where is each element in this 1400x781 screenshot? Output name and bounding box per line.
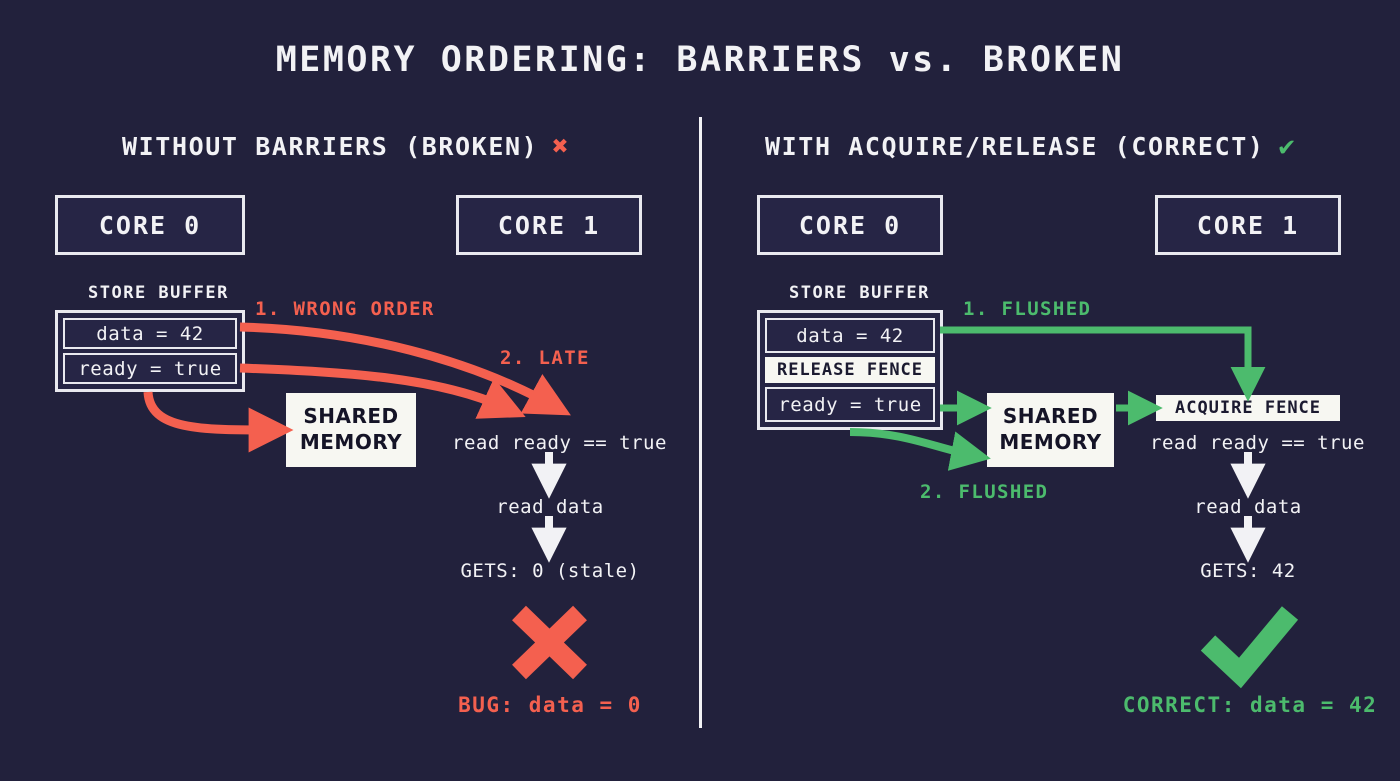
left-core0-label: CORE 0: [98, 210, 202, 240]
left-store-buffer-entry: data = 42: [63, 318, 237, 349]
panel-divider: [699, 117, 702, 728]
left-shared-memory-line1: SHARED: [303, 404, 399, 429]
right-gets-text: GETS: 42: [1200, 560, 1296, 582]
left-store-buffer-entry: ready = true: [63, 353, 237, 384]
right-panel-heading-label: WITH ACQUIRE/RELEASE (CORRECT): [765, 132, 1265, 161]
left-step2-label: 2. LATE: [500, 347, 590, 369]
right-store-buffer-label: STORE BUFFER: [789, 283, 930, 303]
right-verdict-label: CORRECT: data = 42: [1122, 693, 1378, 717]
left-core0-box: CORE 0: [55, 195, 245, 255]
left-panel-heading: WITHOUT BARRIERS (BROKEN) ✖: [122, 131, 570, 162]
left-step1-label: 1. WRONG ORDER: [255, 298, 435, 320]
cross-mark-icon: ✖: [552, 131, 571, 162]
acquire-fence-box: ACQUIRE FENCE: [1156, 395, 1340, 421]
right-read-data-text: read data: [1194, 496, 1302, 518]
right-arrow-flushed-ready: [849, 428, 991, 471]
left-store-buffer-label: STORE BUFFER: [88, 283, 229, 303]
right-read-ready-text: read ready == true: [1150, 432, 1365, 454]
right-store-buffer-entry: data = 42: [765, 318, 935, 353]
check-mark-icon: ✔: [1278, 131, 1297, 162]
right-core1-label: CORE 1: [1196, 210, 1300, 240]
left-panel-heading-label: WITHOUT BARRIERS (BROKEN): [122, 132, 539, 161]
left-verdict-label: BUG: data = 0: [458, 693, 642, 717]
left-big-cross-icon: [512, 605, 587, 680]
right-core0-box: CORE 0: [757, 195, 943, 255]
left-read-data-text: read data: [496, 496, 604, 518]
left-gets-text: GETS: 0 (stale): [460, 560, 640, 582]
release-fence-box: RELEASE FENCE: [765, 357, 935, 383]
right-store-buffer-entry: ready = true: [765, 387, 935, 422]
right-step1-label: 1. FLUSHED: [963, 298, 1092, 320]
left-core1-box: CORE 1: [456, 195, 642, 255]
left-shared-memory-line2: MEMORY: [299, 430, 403, 454]
right-big-check-icon: [1200, 606, 1299, 689]
right-shared-memory-line1: SHARED: [1002, 404, 1099, 429]
left-core1-label: CORE 1: [497, 210, 601, 240]
right-step2-label: 2. FLUSHED: [920, 481, 1049, 503]
right-core1-box: CORE 1: [1155, 195, 1341, 255]
left-shared-memory-box: SHARED MEMORY: [286, 393, 416, 467]
right-store-buffer: data = 42 RELEASE FENCE ready = true: [757, 310, 943, 430]
right-panel-heading: WITH ACQUIRE/RELEASE (CORRECT) ✔: [765, 131, 1296, 162]
page-title: MEMORY ORDERING: BARRIERS vs. BROKEN: [275, 40, 1125, 80]
left-read-ready-text: read ready == true: [452, 432, 667, 454]
left-arrow-to-shared-memory: [143, 391, 294, 453]
right-shared-memory-line2: MEMORY: [999, 430, 1102, 454]
left-store-buffer: data = 42 ready = true: [55, 310, 245, 392]
right-shared-memory-box: SHARED MEMORY: [987, 393, 1114, 467]
right-core0-label: CORE 0: [798, 210, 902, 240]
right-arrow-flushed-data: [940, 326, 1266, 402]
